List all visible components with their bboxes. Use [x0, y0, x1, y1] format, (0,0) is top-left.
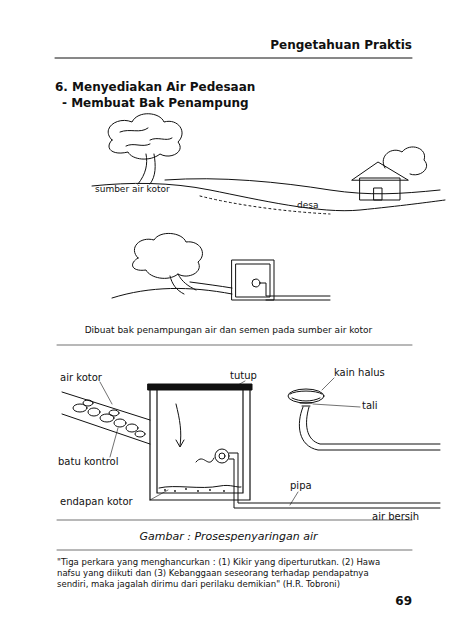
- outlet-pipe: [229, 453, 440, 508]
- tree-canopy: [108, 114, 182, 159]
- page-number: 69: [385, 594, 412, 608]
- flow-arrow: [176, 404, 181, 446]
- tree-trunk: [138, 154, 155, 184]
- running-header: Pengetahuan Praktis: [220, 38, 412, 52]
- tank-inner: [236, 264, 270, 297]
- ground-line: [190, 282, 232, 288]
- part-label: kain halus: [334, 367, 424, 379]
- tank-wall: [157, 390, 243, 493]
- flow-arrow-head: [176, 440, 184, 447]
- house-wall: [360, 178, 400, 200]
- part-label: air kotor: [60, 372, 140, 384]
- outlet-pipe: [260, 283, 330, 300]
- part-label: desa: [297, 200, 357, 211]
- section-rule: [57, 520, 412, 521]
- tank-wall: [150, 390, 250, 500]
- figure-caption: Gambar : Prosespenyaringan air: [40, 530, 417, 543]
- part-label: tutup: [230, 370, 290, 382]
- rope-tie: [300, 403, 312, 406]
- subsection-title: - Membuat Bak Penampung: [62, 96, 362, 110]
- house-roof: [352, 162, 408, 180]
- part-label: air bersih: [372, 511, 452, 523]
- section-title: 6. Menyediakan Air Pedesaan: [55, 80, 355, 94]
- tree-trunk: [170, 274, 196, 294]
- landscape-scene: [92, 114, 445, 214]
- tank-scene: [112, 233, 330, 300]
- filter-tank-scene: [62, 378, 440, 508]
- part-label: endapan kotor: [60, 496, 160, 508]
- part-label: batu kontrol: [58, 456, 158, 468]
- part-label: sumber air kotor: [95, 184, 215, 195]
- clean-water-pipe: [299, 407, 440, 450]
- leader-line: [150, 490, 168, 500]
- part-label: tali: [362, 400, 402, 412]
- header-rule: [55, 58, 412, 59]
- cloth-texture: [290, 391, 322, 401]
- sediment-dots: [164, 488, 225, 492]
- tree-canopy: [132, 233, 202, 278]
- ground-line: [92, 183, 445, 210]
- fine-cloth-strainer: [288, 389, 324, 403]
- house-door: [374, 188, 382, 200]
- tank-lid: [148, 384, 252, 390]
- leader-line: [100, 382, 112, 404]
- ground-line: [165, 179, 440, 194]
- leader-line: [313, 404, 360, 407]
- rope-line: [196, 458, 214, 462]
- ground-line: [112, 288, 232, 298]
- tank-outline: [232, 260, 274, 300]
- footer-quote: "Tiga perkara yang menghancurkan : (1) K…: [57, 557, 387, 590]
- figure-caption: Dibuat bak penampungan air dan semen pad…: [30, 325, 427, 336]
- tree-canopy: [383, 147, 427, 175]
- float-filter: [219, 453, 225, 459]
- sediment-line: [159, 485, 241, 488]
- section-rule: [57, 345, 412, 346]
- inlet-channel: [62, 392, 150, 444]
- leader-line: [238, 381, 245, 385]
- control-stones: [73, 400, 145, 437]
- part-label: pipa: [290, 480, 340, 492]
- section-rule: [57, 550, 412, 551]
- leader-line: [322, 378, 334, 390]
- leader-line: [110, 428, 118, 457]
- float-symbol: [252, 279, 260, 287]
- float-filter: [215, 449, 229, 463]
- tree-leaves: [120, 128, 172, 146]
- leader-line: [290, 492, 298, 505]
